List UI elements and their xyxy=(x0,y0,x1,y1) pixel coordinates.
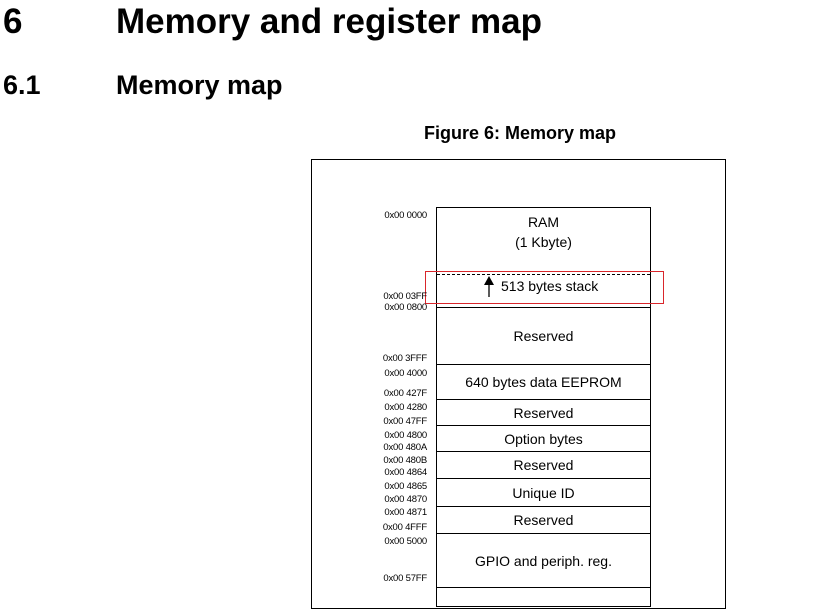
address-label: 0x00 4865 xyxy=(384,481,427,492)
address-label: 0x00 427F xyxy=(383,388,427,399)
region-ram-size: (1 Kbyte) xyxy=(515,234,572,250)
region-ram: RAM (1 Kbyte) xyxy=(437,208,650,308)
address-label: 0x00 0800 xyxy=(384,302,427,313)
memory-map: RAM (1 Kbyte) 513 bytes stack Reserved 6… xyxy=(436,207,651,607)
address-label: 0x00 57FF xyxy=(383,573,427,584)
section-title: Memory and register map xyxy=(116,2,542,41)
address-label: 0x00 4000 xyxy=(384,368,427,379)
address-label: 0x00 4870 xyxy=(384,494,427,505)
address-label: 0x00 4FFF xyxy=(382,522,427,533)
address-label: 0x00 480B xyxy=(383,455,427,466)
region-option-bytes: Option bytes xyxy=(437,426,650,452)
region-reserved-2: Reserved xyxy=(437,400,650,426)
figure-caption: Figure 6: Memory map xyxy=(423,123,617,143)
subsection-number: 6.1 xyxy=(3,70,41,100)
region-unique-id: Unique ID xyxy=(437,479,650,507)
region-label: Unique ID xyxy=(512,484,575,501)
address-label: 0x00 4800 xyxy=(384,430,427,441)
region-gpio-periph: GPIO and periph. reg. xyxy=(437,534,650,588)
region-label: Option bytes xyxy=(504,430,583,447)
region-reserved-3: Reserved xyxy=(437,452,650,479)
address-label: 0x00 0000 xyxy=(384,210,427,221)
region-label: GPIO and periph. reg. xyxy=(475,552,612,569)
address-label: 0x00 5000 xyxy=(384,536,427,547)
region-data-eeprom: 640 bytes data EEPROM xyxy=(437,365,650,400)
region-reserved-4: Reserved xyxy=(437,507,650,534)
address-label: 0x00 03FF xyxy=(383,291,427,302)
subsection-title: Memory map xyxy=(116,70,283,100)
stack-highlight-box xyxy=(425,271,664,304)
section-number: 6 xyxy=(3,2,23,41)
address-label: 0x00 4280 xyxy=(384,402,427,413)
address-label: 0x00 4864 xyxy=(384,467,427,478)
stack-boundary-dashed xyxy=(437,274,650,275)
region-ram-label: RAM xyxy=(527,214,560,230)
stack-growth-arrow-icon xyxy=(484,276,494,297)
address-label: 0x00 47FF xyxy=(383,416,427,427)
region-label: Reserved xyxy=(513,328,574,344)
region-label: 640 bytes data EEPROM xyxy=(465,374,622,390)
region-label: Reserved xyxy=(513,512,574,528)
region-stack-label: 513 bytes stack xyxy=(501,278,599,294)
region-label: Reserved xyxy=(513,457,574,473)
address-label: 0x00 480A xyxy=(383,442,427,453)
region-label: Reserved xyxy=(513,404,574,421)
address-label: 0x00 4871 xyxy=(384,507,427,518)
region-reserved-1: Reserved xyxy=(437,308,650,365)
address-label: 0x00 3FFF xyxy=(382,353,427,364)
